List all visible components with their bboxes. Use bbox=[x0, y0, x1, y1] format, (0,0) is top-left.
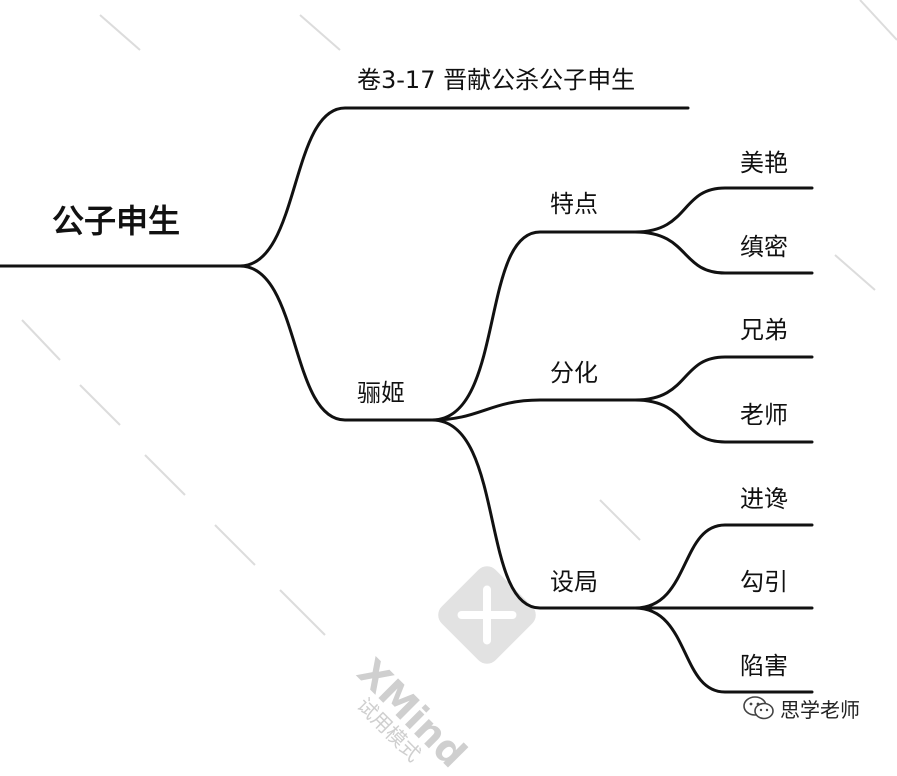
root-topic[interactable]: 公子申生 bbox=[52, 202, 181, 240]
leaf-topic-1[interactable]: 美艳 bbox=[740, 149, 788, 177]
xmind-logo-icon bbox=[438, 566, 536, 664]
mind-map-connectors bbox=[0, 106, 814, 694]
sub-line-1 bbox=[430, 230, 637, 422]
leaf-topic-2[interactable]: 缜密 bbox=[740, 233, 788, 261]
watermark-lines bbox=[21, 0, 897, 636]
branch-top-line bbox=[238, 106, 690, 268]
sub-line-3 bbox=[430, 418, 637, 610]
leaf-topic-7[interactable]: 陷害 bbox=[740, 652, 788, 680]
branch-main-line bbox=[238, 264, 434, 422]
leaf-topic-3[interactable]: 兄弟 bbox=[740, 316, 788, 344]
leaf-line-3 bbox=[633, 355, 814, 402]
leaf-line-4 bbox=[633, 398, 814, 444]
leaf-line-7 bbox=[633, 606, 814, 694]
subtopic-2[interactable]: 分化 bbox=[550, 359, 598, 387]
subtopic-3[interactable]: 设局 bbox=[550, 568, 598, 596]
leaf-line-5 bbox=[633, 523, 814, 610]
leaf-line-1 bbox=[633, 186, 814, 234]
branch-top-topic[interactable]: 卷3-17 晋献公杀公子申生 bbox=[357, 66, 636, 94]
leaf-topic-4[interactable]: 老师 bbox=[740, 401, 788, 429]
sub-line-2 bbox=[430, 398, 637, 422]
leaf-topic-6[interactable]: 勾引 bbox=[740, 568, 788, 596]
wechat-icon bbox=[743, 696, 774, 720]
credit-label: 思学老师 bbox=[780, 698, 860, 722]
leaf-topic-5[interactable]: 进谗 bbox=[740, 485, 788, 513]
branch-main-topic[interactable]: 骊姬 bbox=[357, 379, 405, 407]
subtopic-1[interactable]: 特点 bbox=[550, 190, 598, 218]
leaf-line-2 bbox=[633, 230, 814, 275]
